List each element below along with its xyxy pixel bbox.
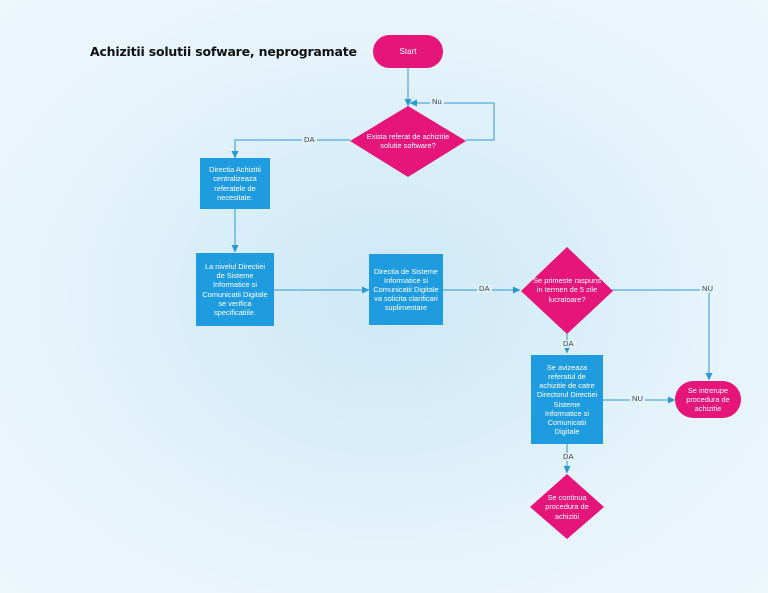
edge-question-to-centralize	[231, 139, 350, 159]
decision-referat-diamond	[350, 106, 466, 177]
edge-label-answer-da: DA	[561, 339, 576, 349]
edge-label-approve-da: DA	[561, 452, 576, 462]
process-approve-request: Se avizeaza referatul de achizitie de ca…	[531, 355, 603, 444]
terminal-stop-procedure: Se intrerupe procedura de achizitie	[675, 381, 741, 418]
decision-referat-label: Exista referat de achizitie solutie soft…	[366, 131, 450, 150]
edge-label-answer-nu: NU	[700, 284, 715, 294]
edge-answer-no-to-stop	[612, 289, 713, 381]
decision-answer-label: Se primeste raspuns in termen de 5 zile …	[533, 276, 601, 304]
process-centralize: Directia Achizitii centralizeaza referat…	[200, 158, 270, 209]
process-request-clarifications: Directia de Sisteme Informatice si Comun…	[369, 254, 443, 325]
edge-label-approve-nu: NU	[630, 394, 645, 404]
edge-label-referat-da: DA	[302, 135, 317, 145]
start-terminal: Start	[373, 35, 443, 68]
decision-continue-label: Se continua procedura de achizitii	[545, 493, 589, 521]
edge-label-loop-nu: Nu	[430, 97, 444, 107]
page-title: Achizitii solutii sofware, neprogramate	[90, 44, 357, 59]
process-verify-specs: La nivelul Directiei de Sisteme Informat…	[196, 253, 274, 326]
decision-answer-diamond	[521, 247, 613, 334]
edge-label-clarify-da: DA	[477, 284, 492, 294]
edge-question-loop-nu	[409, 99, 495, 141]
decision-continue-diamond	[530, 474, 604, 539]
